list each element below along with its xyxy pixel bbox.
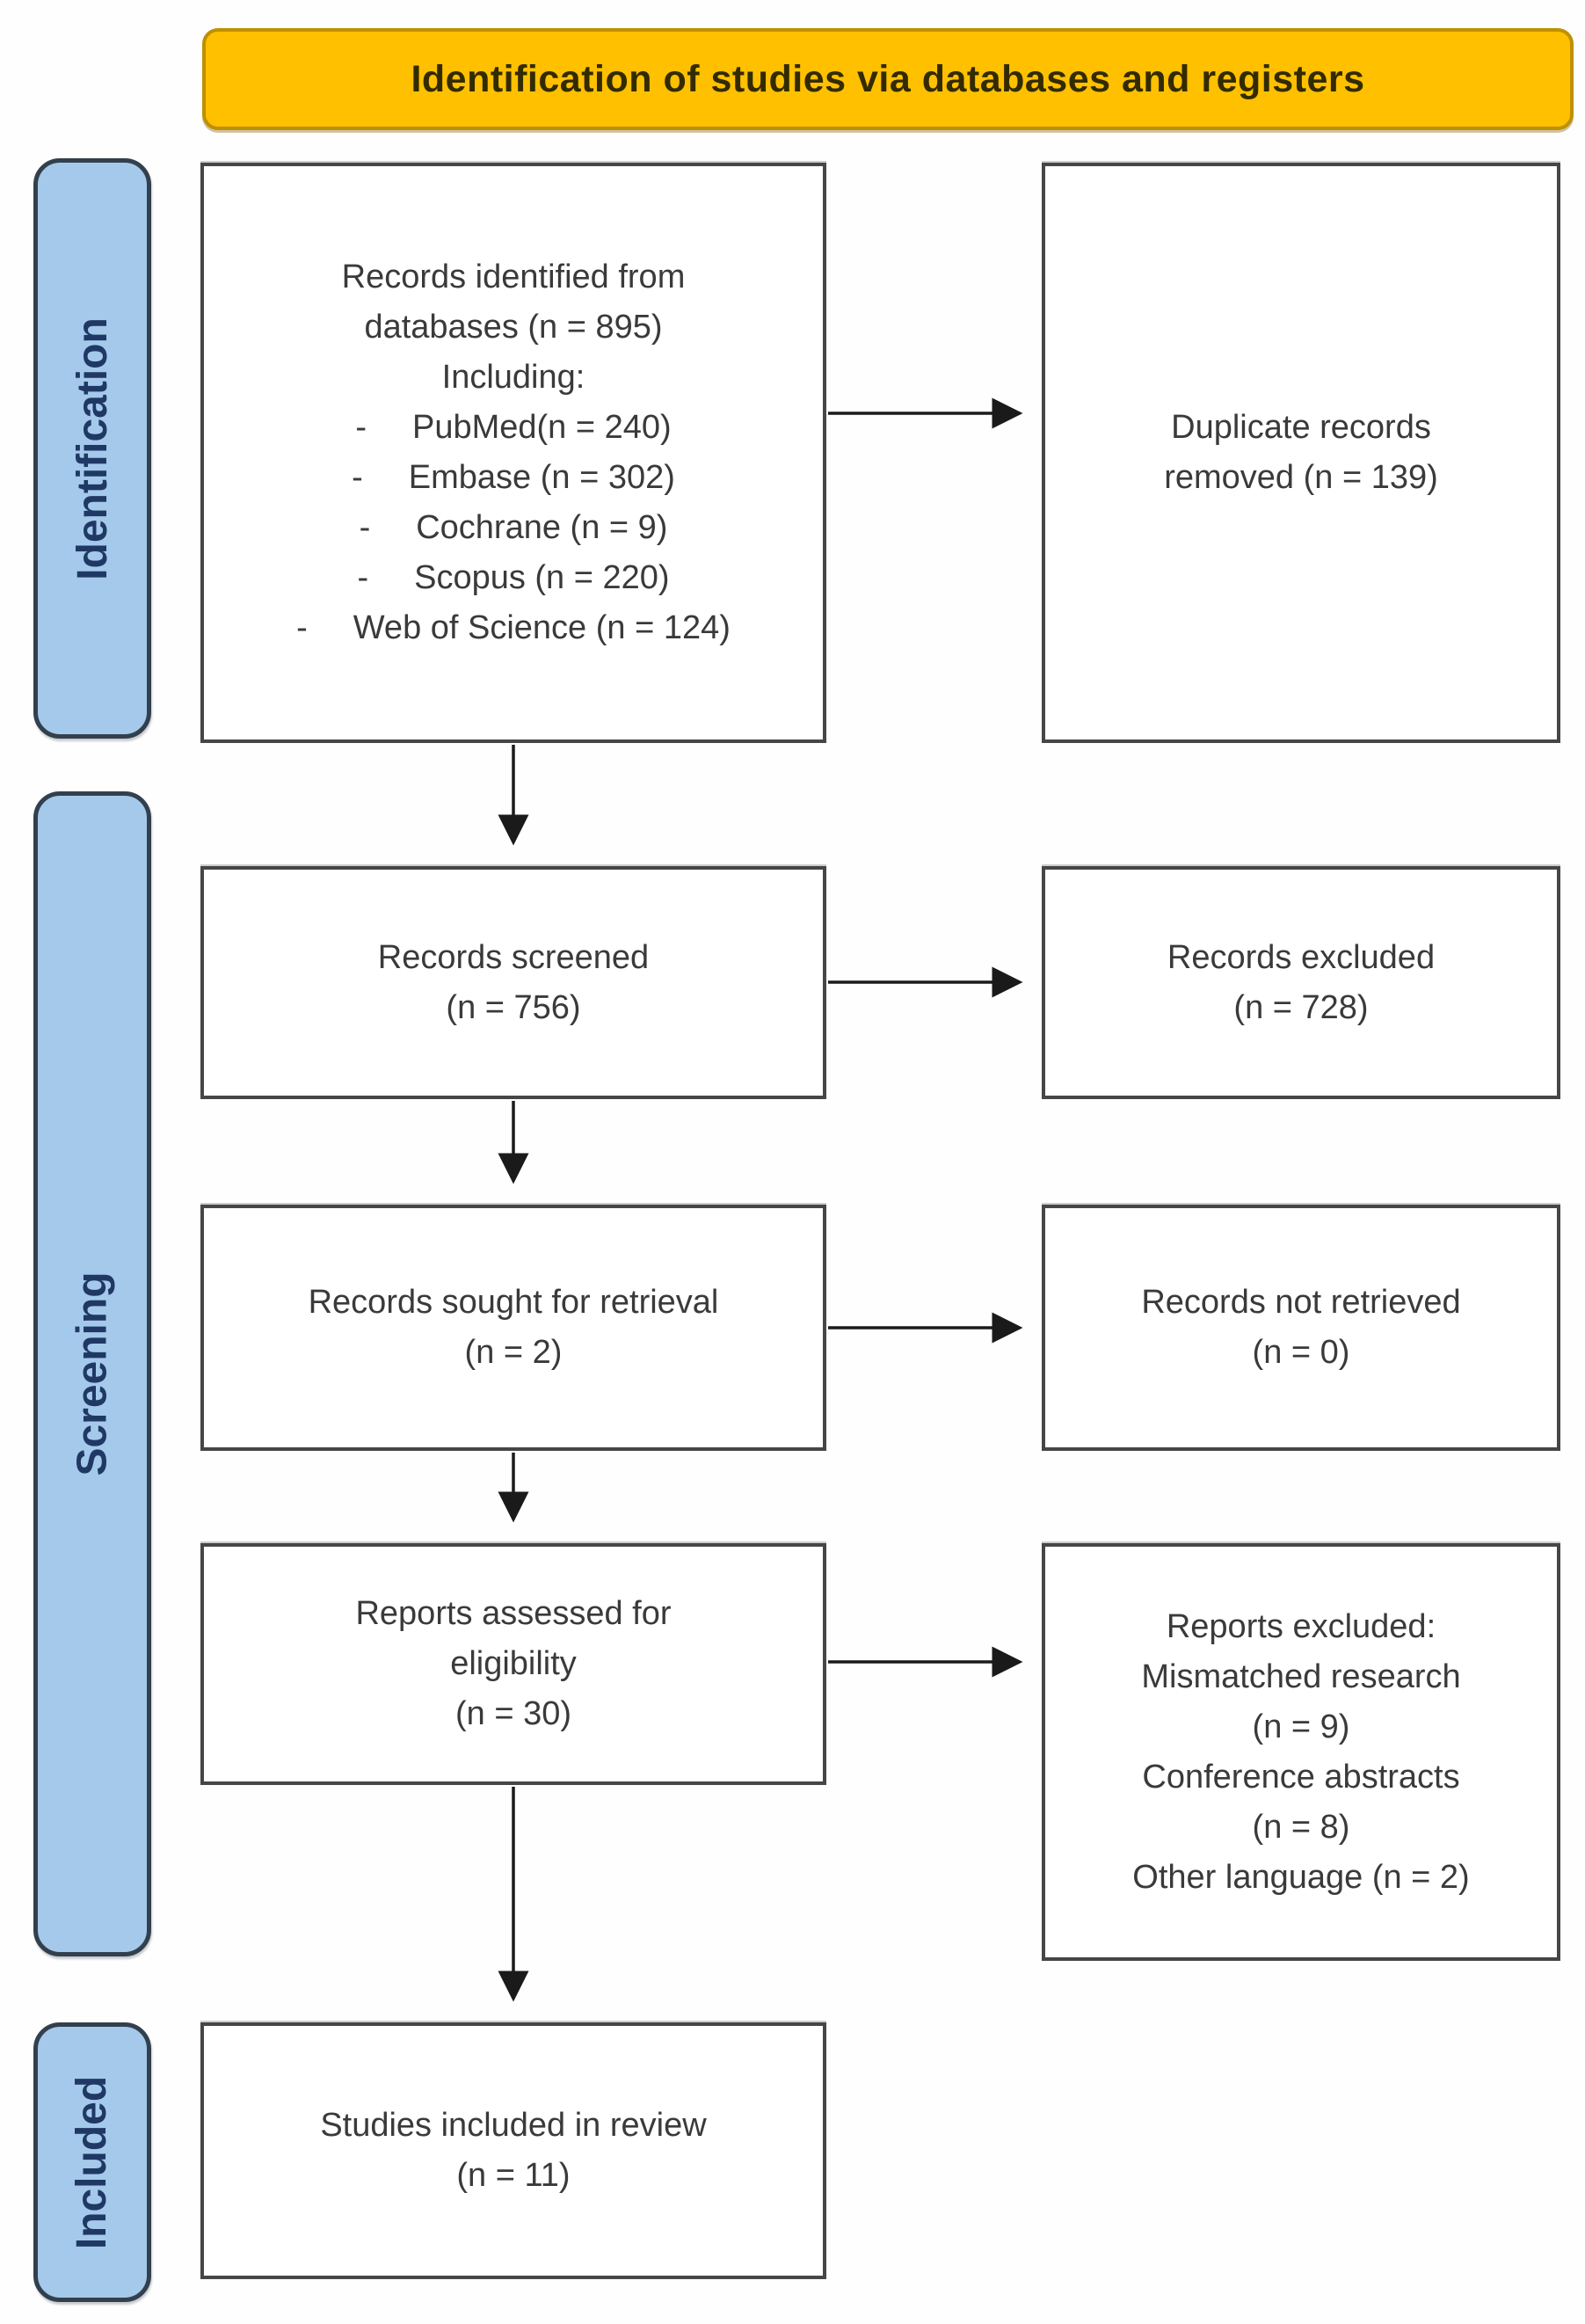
header-title: Identification of studies via databases … bbox=[411, 57, 1365, 100]
box-line: Other language (n = 2) bbox=[1132, 1858, 1470, 1896]
header-banner: Identification of studies via databases … bbox=[202, 28, 1574, 130]
box-records-identified: Records identified from databases (n = 8… bbox=[200, 163, 826, 743]
stage-label-screening: Screening bbox=[69, 1271, 116, 1476]
box-line: Conference abstracts bbox=[1142, 1758, 1460, 1796]
bullet-dash: - bbox=[355, 409, 367, 446]
box-line: (n = 8) bbox=[1252, 1808, 1350, 1846]
box-line: Reports assessed for bbox=[355, 1595, 672, 1632]
box-records-excluded: Records excluded (n = 728) bbox=[1042, 866, 1560, 1099]
stage-bar-identification: Identification bbox=[33, 158, 151, 739]
box-studies-included: Studies included in review (n = 11) bbox=[200, 2022, 826, 2279]
bullet-text: PubMed(n = 240) bbox=[411, 409, 672, 446]
box-records-sought-retrieval: Records sought for retrieval (n = 2) bbox=[200, 1205, 826, 1451]
bullet-text: Embase (n = 302) bbox=[408, 459, 675, 496]
box-reports-excluded: Reports excluded: Mismatched research (n… bbox=[1042, 1543, 1560, 1961]
box-line: (n = 30) bbox=[454, 1695, 572, 1732]
stage-label-identification: Identification bbox=[69, 317, 116, 580]
box-line: (n = 11) bbox=[456, 2157, 571, 2194]
stage-bar-included: Included bbox=[33, 2022, 151, 2302]
box-line: (n = 9) bbox=[1252, 1708, 1350, 1745]
bullet-dash: - bbox=[352, 459, 363, 496]
box-line: Records identified from bbox=[341, 259, 686, 295]
box-line: Duplicate records bbox=[1171, 409, 1431, 446]
bullet-dash: - bbox=[357, 559, 369, 596]
bullet-dash: - bbox=[296, 609, 308, 646]
box-line: Records screened bbox=[377, 938, 650, 976]
stage-bar-screening: Screening bbox=[33, 791, 151, 1956]
box-line: Records excluded bbox=[1167, 938, 1436, 976]
bullet-scopus: - Scopus (n = 220) bbox=[357, 553, 669, 603]
box-line: removed (n = 139) bbox=[1164, 459, 1438, 496]
bullet-text: Cochrane (n = 9) bbox=[416, 509, 668, 546]
box-records-not-retrieved: Records not retrieved (n = 0) bbox=[1042, 1205, 1560, 1451]
box-reports-assessed: Reports assessed for eligibility (n = 30… bbox=[200, 1543, 826, 1785]
box-line: Records sought for retrieval bbox=[308, 1284, 719, 1321]
box-line: Records not retrieved bbox=[1141, 1284, 1461, 1321]
bullet-embase: - Embase (n = 302) bbox=[352, 453, 675, 503]
bullet-web-of-science: - Web of Science (n = 124) bbox=[296, 603, 731, 653]
bullet-cochrane: - Cochrane (n = 9) bbox=[360, 503, 668, 553]
box-line: Studies included in review bbox=[320, 2107, 707, 2144]
bullet-text: Scopus (n = 220) bbox=[414, 559, 670, 596]
box-line: Mismatched research bbox=[1141, 1657, 1461, 1695]
box-line: eligibility bbox=[450, 1645, 577, 1682]
box-line: databases (n = 895) bbox=[364, 309, 663, 346]
box-line: Reports excluded: bbox=[1166, 1607, 1436, 1645]
box-line: (n = 756) bbox=[446, 988, 581, 1026]
bullet-text: Web of Science (n = 124) bbox=[353, 609, 731, 646]
box-line: (n = 728) bbox=[1233, 988, 1369, 1026]
stage-label-included: Included bbox=[69, 2075, 116, 2249]
bullet-pubmed: - PubMed(n = 240) bbox=[355, 403, 671, 453]
box-line: (n = 2) bbox=[464, 1334, 563, 1371]
box-line: Including: bbox=[441, 359, 585, 396]
box-records-screened: Records screened (n = 756) bbox=[200, 866, 826, 1099]
box-line: (n = 0) bbox=[1252, 1334, 1350, 1371]
bullet-dash: - bbox=[359, 509, 371, 546]
box-duplicate-records-removed: Duplicate records removed (n = 139) bbox=[1042, 163, 1560, 743]
